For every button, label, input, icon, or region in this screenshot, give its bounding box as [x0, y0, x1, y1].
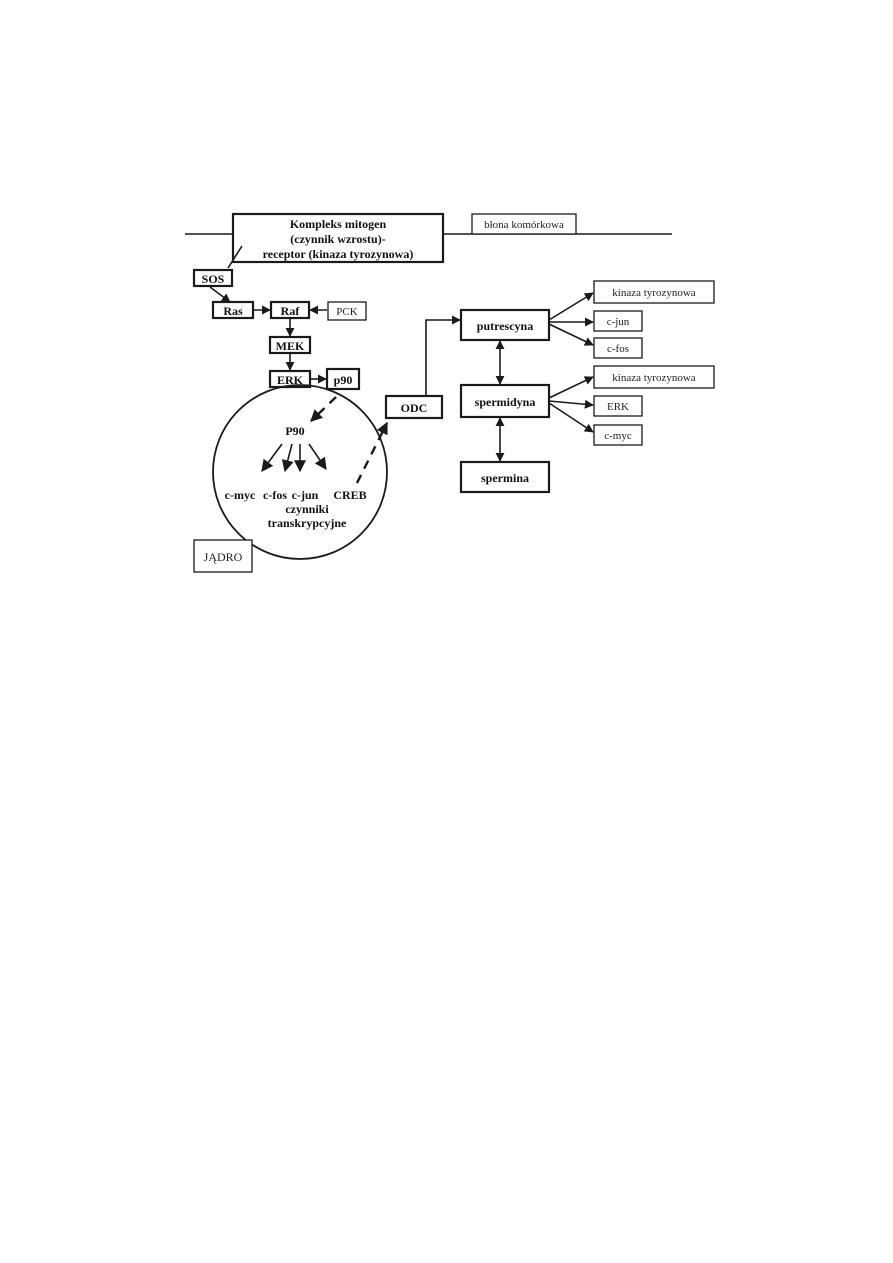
putrescyna-to-kinaza-arrow	[548, 292, 594, 321]
sos-to-ras-arrow	[209, 286, 231, 303]
raf-node: Raf	[269, 300, 311, 320]
creb-label: CREB	[333, 488, 366, 502]
spermidyna-target-cmyc-label: c-myc	[604, 430, 632, 442]
membrane-label: błona komórkowa	[484, 219, 564, 231]
spermidyna-target-erk: ERK	[593, 395, 643, 417]
putrescyna-target-kinaza-label: kinaza tyrozynowa	[612, 287, 695, 299]
transcription-factors-line-2: transkrypcyjne	[268, 516, 347, 530]
raf-label: Raf	[281, 304, 301, 318]
spermina-label: spermina	[481, 471, 529, 485]
complex-to-sos-line	[227, 245, 243, 269]
mek-node: MEK	[268, 335, 312, 355]
mitogen-receptor-complex: Kompleks mitogen (czynnik wzrostu)- rece…	[231, 212, 445, 264]
complex-line-3: receptor (kinaza tyrozynowa)	[263, 247, 414, 261]
cjun-label: c-jun	[292, 488, 319, 502]
putrescyna-target-kinaza: kinaza tyrozynowa	[593, 280, 715, 304]
mek-label: MEK	[276, 339, 305, 353]
membrane-label-box: błona komórkowa	[471, 213, 577, 235]
putrescyna-to-cfos-arrow	[548, 323, 594, 346]
p90-to-cmyc-arrow	[261, 443, 283, 472]
complex-line-1: Kompleks mitogen	[290, 217, 387, 231]
spermina-node: spermina	[459, 460, 551, 494]
putrescyna-node: putrescyna	[459, 308, 551, 342]
p90-to-creb-arrow	[308, 443, 327, 470]
pck-label: PCK	[336, 306, 357, 318]
spermidyna-to-erk-arrow	[548, 399, 594, 409]
spermidyna-to-cmyc-arrow	[548, 402, 594, 433]
odc-node: ODC	[384, 394, 444, 420]
putrescyna-label: putrescyna	[477, 319, 533, 333]
sos-node: SOS	[192, 268, 234, 288]
creb-to-odc-arrow	[355, 421, 389, 484]
spermidyna-target-kinaza-label: kinaza tyrozynowa	[612, 372, 695, 384]
putrescyna-target-cfos: c-fos	[593, 337, 643, 359]
spermidyna-target-kinaza: kinaza tyrozynowa	[593, 365, 715, 389]
p90-to-cfos-arrow	[281, 443, 294, 473]
complex-line-2: (czynnik wzrostu)-	[290, 232, 385, 246]
spermidyna-target-cmyc: c-myc	[593, 424, 643, 446]
cmyc-label: c-myc	[225, 488, 256, 502]
spermidyna-target-erk-label: ERK	[607, 401, 629, 413]
p90-label: p90	[334, 373, 353, 387]
cfos-label: c-fos	[263, 488, 287, 502]
putrescyna-target-cjun-label: c-jun	[607, 316, 630, 328]
spermidyna-node: spermidyna	[459, 383, 551, 419]
transcription-factors-line-1: czynniki	[285, 502, 329, 516]
p90-translocation-arrow	[310, 396, 337, 422]
erk-label: ERK	[277, 373, 304, 387]
p90-node: p90	[325, 367, 361, 391]
nucleus-label: JĄDRO	[204, 550, 243, 564]
ras-node: Ras	[211, 300, 255, 320]
nucleus-circle	[212, 384, 388, 560]
spermidyna-label: spermidyna	[475, 395, 536, 409]
p90-nucleus-label: P90	[285, 424, 304, 438]
odc-to-putrescyna-arrow	[425, 315, 461, 396]
odc-label: ODC	[401, 401, 428, 415]
spermidyna-to-kinaza-arrow	[548, 376, 594, 399]
ras-label: Ras	[223, 304, 243, 318]
nucleus-label-box: JĄDRO	[193, 539, 253, 573]
sos-label: SOS	[202, 272, 225, 286]
putrescyna-target-cjun: c-jun	[593, 310, 643, 332]
pck-node: PCK	[327, 301, 367, 321]
putrescyna-target-cfos-label: c-fos	[607, 343, 629, 355]
